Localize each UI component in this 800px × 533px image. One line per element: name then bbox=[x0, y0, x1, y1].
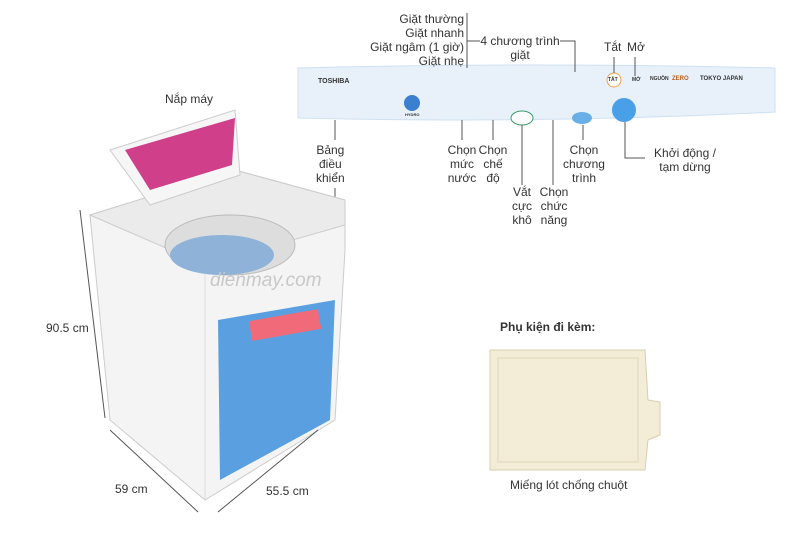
panel-tokyo: TOKYO JAPAN bbox=[700, 76, 743, 82]
front-sticker bbox=[218, 300, 335, 480]
on-label: Mở bbox=[627, 40, 645, 54]
panel-off: TẮT bbox=[608, 77, 618, 83]
hydro-logo bbox=[404, 95, 420, 111]
height-dimension: 90.5 cm bbox=[46, 321, 89, 335]
panel-hydro: HYDRO bbox=[405, 112, 420, 117]
start-button bbox=[612, 98, 636, 122]
start-label: Khởi động /tạm dừng bbox=[654, 146, 716, 174]
washing-machine bbox=[88, 109, 346, 501]
rat-guard-tray bbox=[489, 349, 661, 471]
accessory-title: Phụ kiện đi kèm: bbox=[500, 320, 596, 334]
program-button bbox=[572, 112, 592, 124]
panel-on: MỞ bbox=[632, 77, 641, 83]
width-dimension: 59 cm bbox=[115, 482, 148, 496]
dimension-lines bbox=[79, 209, 319, 513]
panel-brand: TOSHIBA bbox=[318, 78, 350, 85]
accessory-caption: Miếng lót chống chuột bbox=[510, 478, 628, 492]
lid-pink bbox=[125, 118, 235, 190]
depth-dimension: 55.5 cm bbox=[266, 484, 309, 498]
lid-label: Nắp máy bbox=[165, 92, 214, 106]
panel-power: NGUỒN bbox=[650, 76, 669, 82]
control-panel bbox=[297, 64, 776, 121]
panel-zero: ZERO bbox=[672, 76, 689, 82]
off-label: Tắt bbox=[604, 40, 622, 54]
watermark: dienmay.com bbox=[210, 270, 322, 291]
spin-button bbox=[510, 110, 534, 126]
